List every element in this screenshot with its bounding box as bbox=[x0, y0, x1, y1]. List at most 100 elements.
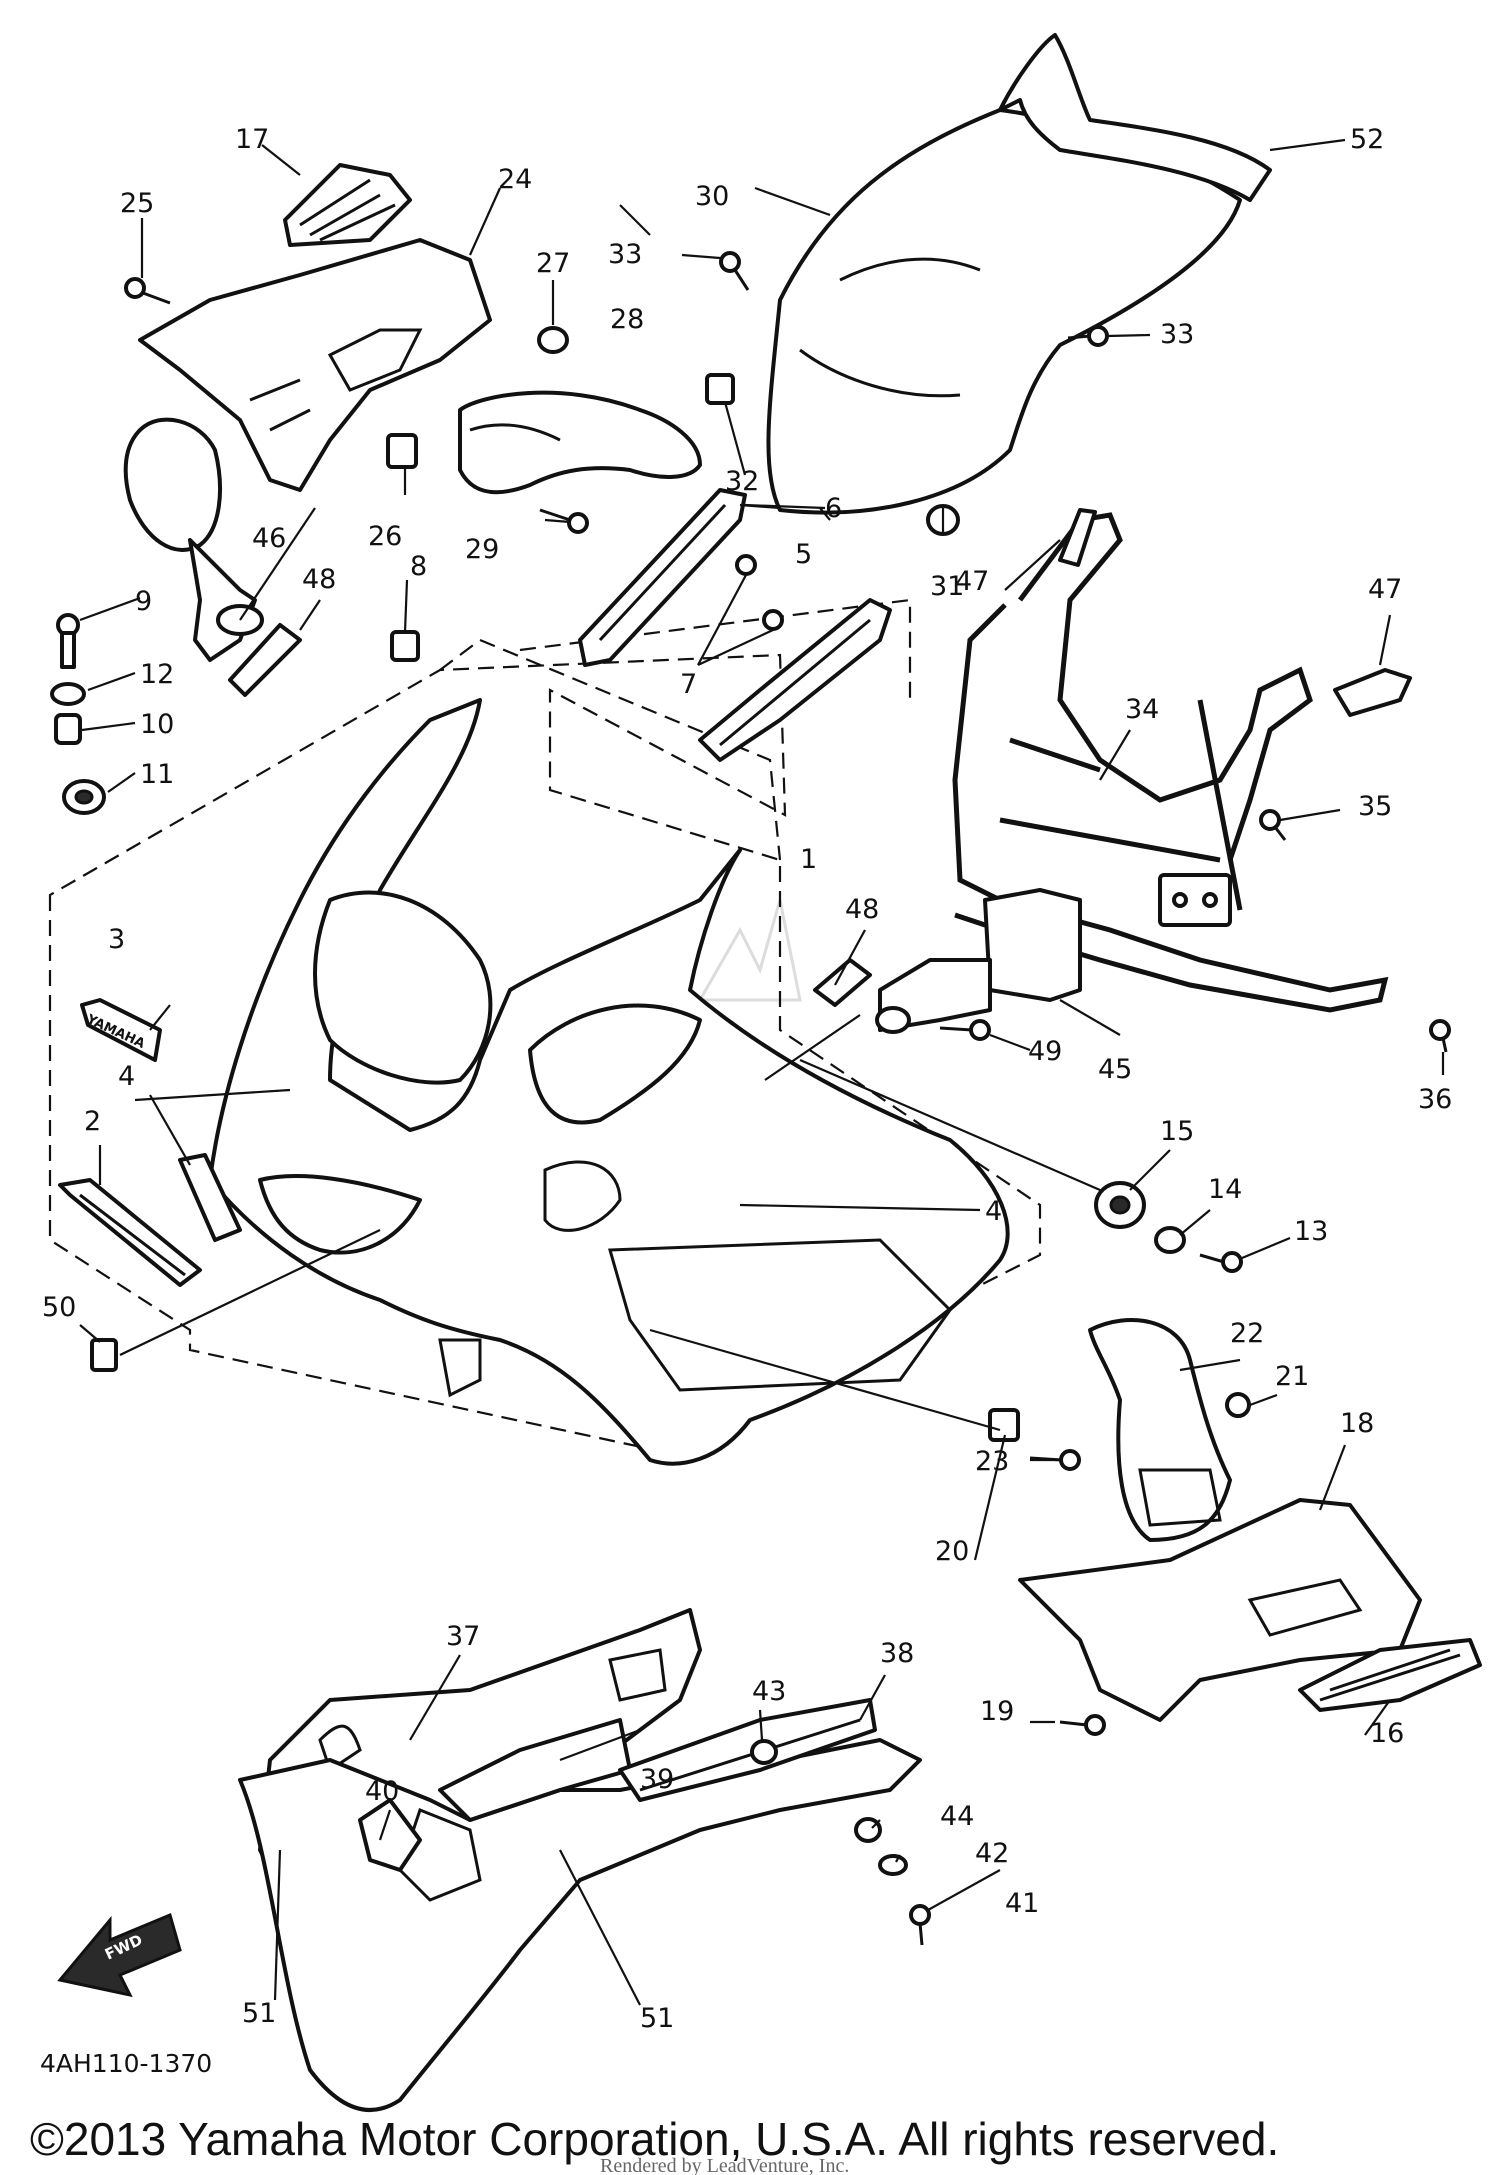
part-51-under-cowling-lower bbox=[238, 1738, 922, 2112]
part-6-vent-panel bbox=[578, 488, 747, 667]
leader-lines bbox=[79, 138, 1445, 2006]
callout-5: 5 bbox=[795, 539, 812, 570]
part-49-screw bbox=[939, 1019, 991, 1041]
assembly-boundary-upper bbox=[439, 638, 782, 861]
part-30-windshield bbox=[766, 108, 1242, 515]
part-42-washer bbox=[878, 1854, 908, 1876]
part-46-mirror-left bbox=[123, 417, 264, 662]
part-48-gasket-left bbox=[228, 623, 302, 697]
callout-labels: 17 24 25 27 26 28 30 52 33 33 32 31 29 6… bbox=[42, 124, 1452, 2034]
callout-26: 26 bbox=[368, 521, 402, 552]
callout-42: 42 bbox=[975, 1838, 1009, 1869]
callout-27: 27 bbox=[536, 248, 570, 279]
callout-11: 11 bbox=[140, 759, 174, 790]
part-25-screw bbox=[124, 277, 171, 305]
part-9-bolt bbox=[56, 613, 80, 669]
callout-4a: 4 bbox=[118, 1061, 135, 1092]
part-35-bolt bbox=[1259, 809, 1287, 841]
callout-13: 13 bbox=[1294, 1216, 1328, 1247]
part-47-rubber-damper-b bbox=[1333, 668, 1412, 717]
part-15-grommet bbox=[1094, 1181, 1146, 1229]
part-34-cowling-stay bbox=[952, 512, 1389, 1013]
callout-37: 37 bbox=[446, 1621, 480, 1652]
part-7-screw-b bbox=[762, 609, 784, 631]
part-48-gasket-right bbox=[813, 958, 872, 1007]
callout-21: 21 bbox=[1275, 1361, 1309, 1392]
part-13-bolt bbox=[1199, 1251, 1243, 1273]
callout-25: 25 bbox=[120, 188, 154, 219]
part-10-collar bbox=[54, 713, 82, 745]
callout-43: 43 bbox=[752, 1676, 786, 1707]
callout-20: 20 bbox=[935, 1536, 969, 1567]
callout-48b: 48 bbox=[845, 894, 879, 925]
part-33-screw-b bbox=[1067, 325, 1109, 347]
part-22-duct-right bbox=[1088, 1318, 1232, 1542]
part-11-grommet bbox=[62, 779, 106, 815]
part-41-bolt bbox=[909, 1904, 931, 1946]
callout-36: 36 bbox=[1418, 1084, 1452, 1115]
callout-47a: 47 bbox=[955, 566, 989, 597]
callout-7: 7 bbox=[680, 669, 697, 700]
part-50-clip bbox=[90, 1338, 118, 1372]
callout-38: 38 bbox=[880, 1638, 914, 1669]
part-2-reflector-strip bbox=[58, 1178, 202, 1287]
part-47-rubber-damper-a bbox=[1058, 508, 1097, 567]
callout-30: 30 bbox=[695, 181, 729, 212]
callout-41: 41 bbox=[1005, 1888, 1039, 1919]
callout-35: 35 bbox=[1358, 791, 1392, 822]
callout-10: 10 bbox=[140, 709, 174, 740]
part-52-windshield-trim bbox=[998, 33, 1272, 202]
callout-33b: 33 bbox=[1160, 319, 1194, 350]
part-21-nut bbox=[1225, 1392, 1251, 1418]
callout-15: 15 bbox=[1160, 1116, 1194, 1147]
callout-40: 40 bbox=[365, 1776, 399, 1807]
part-3-yamaha-emblem: YAMAHA bbox=[80, 998, 162, 1062]
callout-24: 24 bbox=[498, 164, 532, 195]
callout-19: 19 bbox=[980, 1696, 1014, 1727]
callout-50: 50 bbox=[42, 1292, 76, 1323]
callout-1: 1 bbox=[800, 844, 817, 875]
callout-39: 39 bbox=[640, 1764, 674, 1795]
callout-28: 28 bbox=[610, 304, 644, 335]
callout-32: 32 bbox=[725, 466, 759, 497]
part-32-nut bbox=[705, 373, 735, 405]
callout-52: 52 bbox=[1350, 124, 1384, 155]
callout-17: 17 bbox=[235, 124, 269, 155]
callout-12: 12 bbox=[140, 659, 174, 690]
callout-8: 8 bbox=[410, 551, 427, 582]
part-16-side-pad-right bbox=[1298, 1638, 1482, 1712]
part-26-clip bbox=[386, 433, 418, 469]
part-18-side-cowling-right bbox=[1018, 1498, 1422, 1722]
callout-18: 18 bbox=[1340, 1408, 1374, 1439]
part-43-nut bbox=[750, 1739, 778, 1765]
part-45-mirror-right bbox=[875, 888, 1082, 1034]
part-1-front-cowling bbox=[208, 698, 1010, 1466]
callout-6: 6 bbox=[825, 493, 842, 524]
callout-51a: 51 bbox=[242, 1998, 276, 2029]
callout-3: 3 bbox=[108, 924, 125, 955]
part-5-vent-cover bbox=[698, 598, 892, 762]
callout-51b: 51 bbox=[640, 2003, 674, 2034]
render-credit: Rendered by LeadVenture, Inc. bbox=[600, 2155, 849, 2175]
callout-29: 29 bbox=[465, 534, 499, 565]
callout-49: 49 bbox=[1028, 1036, 1062, 1067]
part-14-collar bbox=[1154, 1226, 1186, 1254]
part-4-decal-left bbox=[178, 1153, 242, 1242]
callout-46: 46 bbox=[252, 523, 286, 554]
part-17-side-panel-pad bbox=[283, 163, 412, 247]
assembly-boundary-side bbox=[519, 598, 912, 700]
callout-22: 22 bbox=[1230, 1318, 1264, 1349]
callout-14: 14 bbox=[1208, 1174, 1242, 1205]
callout-2: 2 bbox=[84, 1106, 101, 1137]
callout-44: 44 bbox=[940, 1801, 974, 1832]
callout-33a: 33 bbox=[608, 239, 642, 270]
part-27-nut bbox=[537, 326, 569, 354]
diagram-code: 4AH110-1370 bbox=[40, 2049, 212, 2078]
callout-4b: 4 bbox=[985, 1196, 1002, 1227]
callout-16: 16 bbox=[1370, 1718, 1404, 1749]
callout-48a: 48 bbox=[302, 564, 336, 595]
callout-23: 23 bbox=[975, 1446, 1009, 1477]
part-19-screw bbox=[1059, 1714, 1106, 1736]
part-12-washer bbox=[50, 682, 86, 706]
